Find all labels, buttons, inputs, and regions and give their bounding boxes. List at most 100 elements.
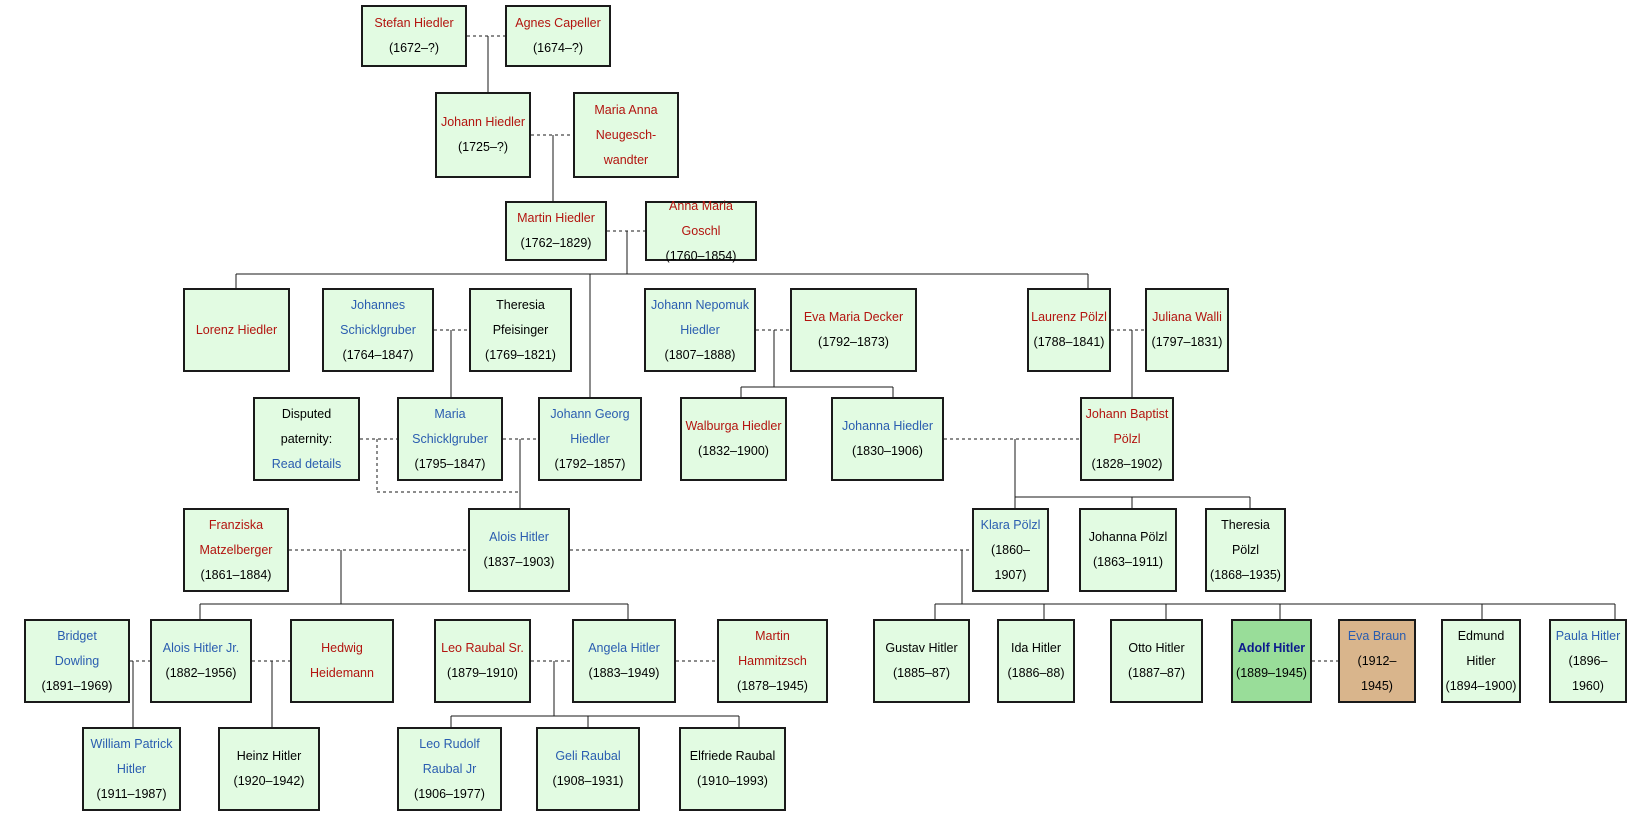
person-dates: (1889–1945)	[1236, 666, 1307, 680]
person-name-line: Leo Rudolf	[419, 736, 480, 751]
person-dates: (1896–1960)	[1568, 653, 1608, 693]
person-heinz[interactable]: Heinz Hitler(1920–1942)	[218, 727, 320, 811]
person-elfriede[interactable]: Elfriede Raubal(1910–1993)	[679, 727, 786, 811]
person-klara[interactable]: Klara Pölzl (1860–1907)	[972, 508, 1049, 592]
person-dates: (1830–1906)	[852, 444, 923, 458]
person-dates: (1860–1907)	[991, 542, 1030, 582]
person-name-line: Johanna Pölzl	[1088, 530, 1168, 544]
person-dates: (1882–1956)	[165, 666, 237, 680]
person-name-line: Johann Nepomuk	[651, 297, 749, 312]
person-name-line: Edmund	[1457, 628, 1505, 643]
person-stefan[interactable]: Stefan Hiedler(1672–?)	[361, 5, 467, 67]
person-dates: (1879–1910)	[447, 666, 518, 680]
person-johann-h[interactable]: Johann Hiedler(1725–?)	[435, 92, 531, 178]
person-name-line: Hedwig	[321, 641, 363, 655]
person-name-line: Johann Baptist	[1085, 406, 1169, 421]
person-name-line: Pfeisinger	[492, 322, 549, 337]
person-dates: (1885–87)	[893, 666, 950, 680]
person-name-line: Hitler	[116, 761, 147, 776]
person-agnes[interactable]: Agnes Capeller (1674–?)	[505, 5, 611, 67]
person-name-line: Ida Hitler	[1010, 641, 1062, 655]
person-name-line: Lorenz Hiedler	[195, 322, 278, 337]
person-name-line: William Patrick	[90, 736, 173, 751]
person-dates: (1861–1884)	[200, 567, 272, 582]
person-gustav[interactable]: Gustav Hitler (1885–87)	[873, 619, 970, 703]
person-dates: (1797–1831)	[1151, 335, 1223, 349]
person-leo-sr[interactable]: Leo Raubal Sr.(1879–1910)	[434, 619, 531, 703]
person-dates: (1894–1900)	[1445, 678, 1517, 693]
person-angela[interactable]: Angela Hitler (1883–1949)	[572, 619, 676, 703]
person-dates: (1912–1945)	[1357, 653, 1397, 693]
person-name-line: Angela Hitler	[588, 641, 660, 655]
person-alois-jr[interactable]: Alois Hitler Jr. (1882–1956)	[150, 619, 252, 703]
person-name-line: Pölzl	[1231, 542, 1260, 557]
person-name-line: Stefan Hiedler	[374, 16, 454, 30]
person-name-line: Theresia	[1221, 517, 1270, 532]
person-dates: (1828–1902)	[1091, 456, 1163, 471]
person-dates: (1760–1854)	[665, 248, 737, 263]
person-name-line: Otto Hitler	[1128, 641, 1185, 655]
person-name-line: Eva Maria Decker	[803, 310, 904, 324]
person-name-line: Bridget	[57, 628, 97, 643]
read-details-link[interactable]: Read details	[271, 456, 342, 471]
person-name-line: Dowling	[54, 653, 100, 668]
person-paula[interactable]: Paula Hitler(1896–1960)	[1549, 619, 1627, 703]
person-dates: (1886–88)	[1007, 666, 1065, 680]
person-dates: (1792–1873)	[818, 335, 889, 349]
person-dates: (1674–?)	[532, 41, 584, 55]
person-name-line: Johann Hiedler	[440, 115, 526, 129]
person-laurenz[interactable]: Laurenz Pölzl(1788–1841)	[1027, 288, 1111, 372]
person-geli[interactable]: Geli Raubal(1908–1931)	[536, 727, 640, 811]
person-otto[interactable]: Otto Hitler(1887–87)	[1110, 619, 1203, 703]
person-ida[interactable]: Ida Hitler (1886–88)	[997, 619, 1075, 703]
person-name-line: Hiedler	[570, 431, 610, 446]
person-dates: (1908–1931)	[552, 774, 624, 788]
person-alois[interactable]: Alois Hitler(1837–1903)	[468, 508, 570, 592]
person-anna-maria-g[interactable]: Anna Maria Goschl(1760–1854)	[645, 199, 757, 263]
person-lorenz[interactable]: Lorenz Hiedler	[183, 288, 290, 372]
person-name-line: Klara Pölzl	[980, 517, 1041, 532]
person-name-line: Schicklgruber	[340, 322, 416, 337]
person-dates: (1906–1977)	[414, 786, 485, 801]
person-name-line: Alois Hitler Jr.	[162, 641, 240, 655]
person-adolf[interactable]: Adolf Hitler (1889–1945)	[1231, 619, 1312, 703]
person-name-line: Agnes Capeller	[515, 16, 601, 30]
person-martin-h[interactable]: Martin Hiedler(1762–1829)	[505, 201, 607, 261]
person-name-line: Franziska	[208, 517, 264, 532]
person-johanna-h[interactable]: Johanna Hiedler(1830–1906)	[831, 397, 944, 481]
person-name-line: Adolf Hitler	[1237, 641, 1306, 655]
person-dates: (1788–1841)	[1033, 335, 1105, 349]
person-juliana[interactable]: Juliana Walli(1797–1831)	[1145, 288, 1229, 372]
person-name-line: Matzelberger	[199, 542, 273, 557]
person-johanna-p[interactable]: Johanna Pölzl(1863–1911)	[1079, 508, 1177, 592]
person-name-line: Gustav Hitler	[885, 641, 958, 655]
person-name-line: Alois Hitler	[489, 530, 549, 544]
person-name-line: Maria Anna	[594, 102, 658, 117]
person-eva-braun[interactable]: Eva Braun(1912–1945)	[1338, 619, 1416, 703]
person-walburga[interactable]: Walburga Hiedler(1832–1900)	[680, 397, 787, 481]
person-dates: (1883–1949)	[588, 666, 660, 680]
person-name-line: Martin Hiedler	[517, 211, 595, 225]
person-name-line: Raubal Jr	[422, 761, 477, 776]
person-name-line: Hitler	[1466, 653, 1496, 668]
person-dates: (1792–1857)	[554, 456, 626, 471]
person-eva-maria-d[interactable]: Eva Maria Decker (1792–1873)	[790, 288, 917, 372]
person-dates: (1891–1969)	[41, 678, 113, 693]
